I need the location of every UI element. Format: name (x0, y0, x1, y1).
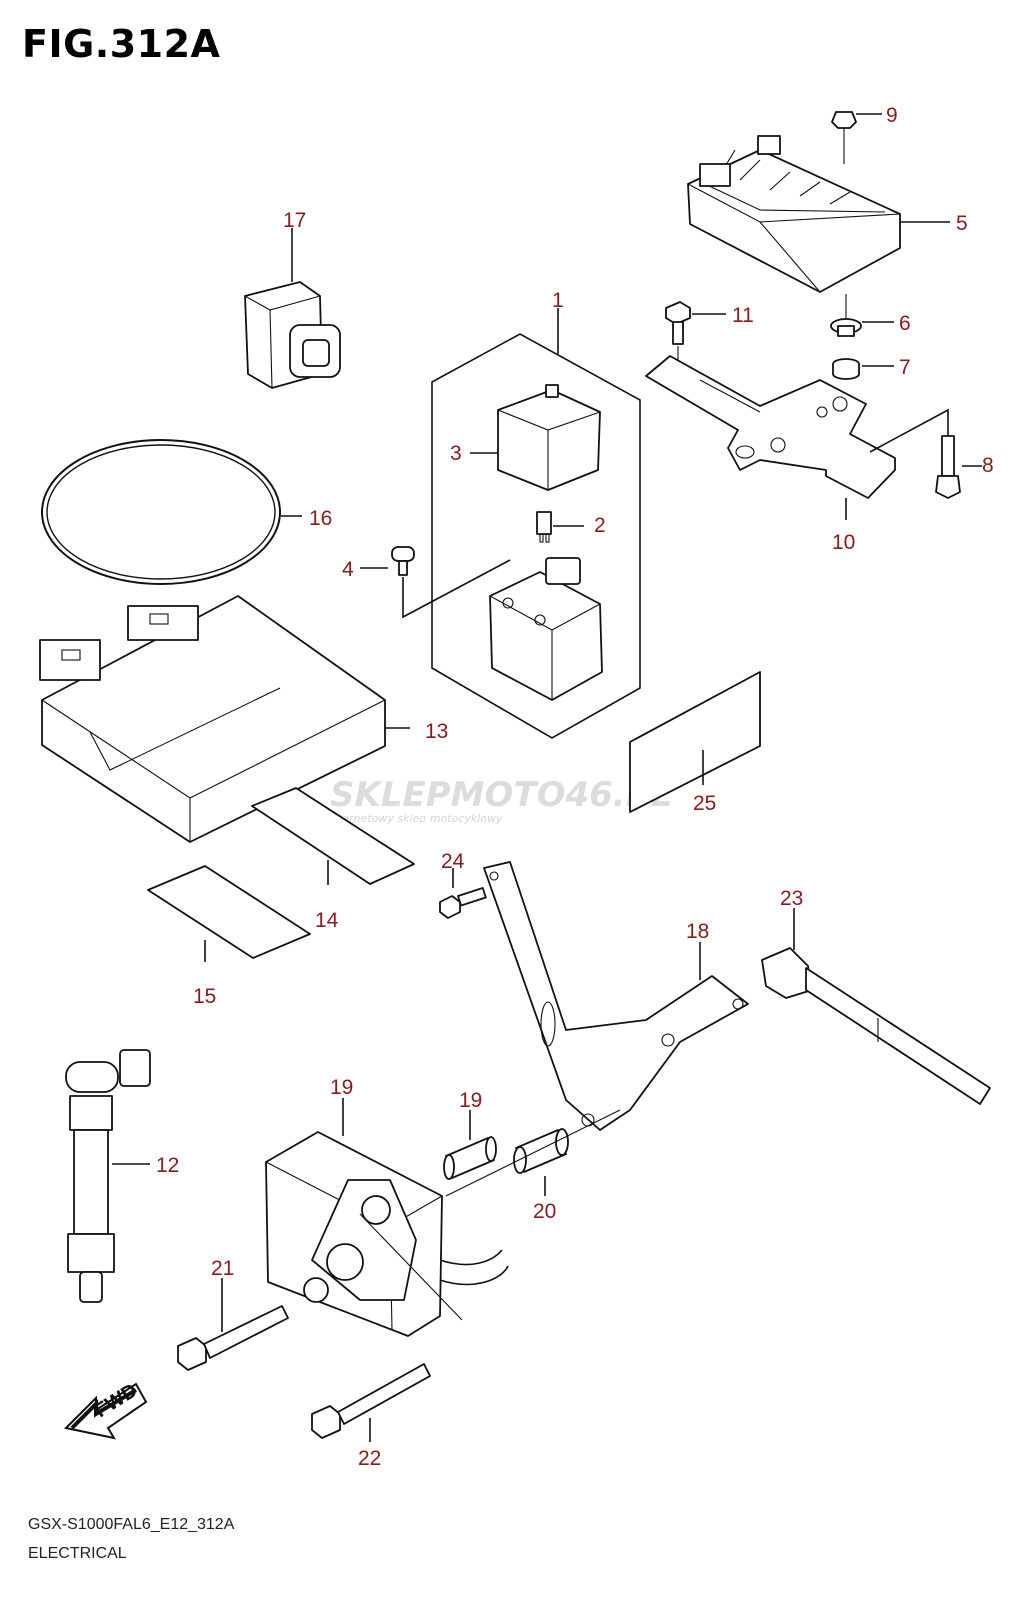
callout-16: 16 (309, 507, 332, 530)
callout-19-spacer: 19 (459, 1089, 482, 1112)
model-code: GSX-S1000FAL6_E12_312A (28, 1516, 235, 1533)
watermark-tagline: internetowy sklep motocyklowy (328, 812, 503, 825)
spacer-19 (443, 1110, 497, 1180)
callout-14: 14 (315, 909, 339, 932)
mount-bracket-19 (439, 861, 749, 1131)
callout-10: 10 (832, 531, 855, 554)
callout-22: 22 (358, 1447, 381, 1470)
sheet-25 (629, 671, 761, 813)
callout-11: 11 (732, 304, 754, 327)
bolt-21 (177, 1278, 289, 1371)
callout-19-bracket: 18 (686, 920, 709, 943)
ignition-coil-12 (65, 1049, 151, 1303)
callout-15: 15 (193, 985, 216, 1008)
callout-4: 4 (342, 558, 354, 581)
callout-21: 21 (211, 1257, 234, 1280)
spacer-20 (445, 1109, 621, 1197)
callout-20: 20 (533, 1200, 556, 1223)
ecu-13 (39, 595, 410, 843)
callout-5: 5 (956, 212, 968, 235)
watermark: SKLEPMOTO46.PL internetowy sklep motocyk… (328, 775, 672, 825)
regulator-5 (687, 111, 950, 380)
sensor-18 (265, 1098, 509, 1337)
callout-18: 19 (330, 1076, 353, 1099)
sheet-14 (251, 787, 415, 885)
callout-7: 7 (899, 356, 911, 379)
callout-23: 23 (780, 887, 803, 910)
connector-17 (244, 228, 341, 389)
callouts: 17 16 13 14 15 1 3 2 4 25 9 5 11 6 7 8 1… (156, 104, 994, 1470)
bolt-22 (311, 1363, 431, 1442)
ring-16 (41, 439, 302, 585)
callout-6: 6 (899, 312, 911, 335)
callout-2: 2 (594, 514, 606, 537)
callout-8: 8 (982, 454, 994, 477)
callout-1: 1 (552, 289, 564, 312)
watermark-brand: SKLEPMOTO46.PL (330, 775, 672, 815)
sheet-15 (147, 865, 311, 962)
callout-13: 13 (425, 720, 448, 743)
section-name: ELECTRICAL (28, 1545, 127, 1562)
relay-group-1 (360, 308, 641, 739)
cable-tie-23 (761, 908, 991, 1105)
callout-12: 12 (156, 1154, 179, 1177)
callout-9: 9 (886, 104, 898, 127)
fwd-arrow-icon: FWD (63, 1379, 148, 1440)
callout-25: 25 (693, 792, 716, 815)
bracket-10 (645, 301, 982, 520)
callout-3: 3 (450, 442, 462, 465)
callout-17: 17 (283, 209, 306, 232)
callout-24: 24 (441, 850, 465, 873)
figure-title: FIG.312A (22, 22, 221, 66)
